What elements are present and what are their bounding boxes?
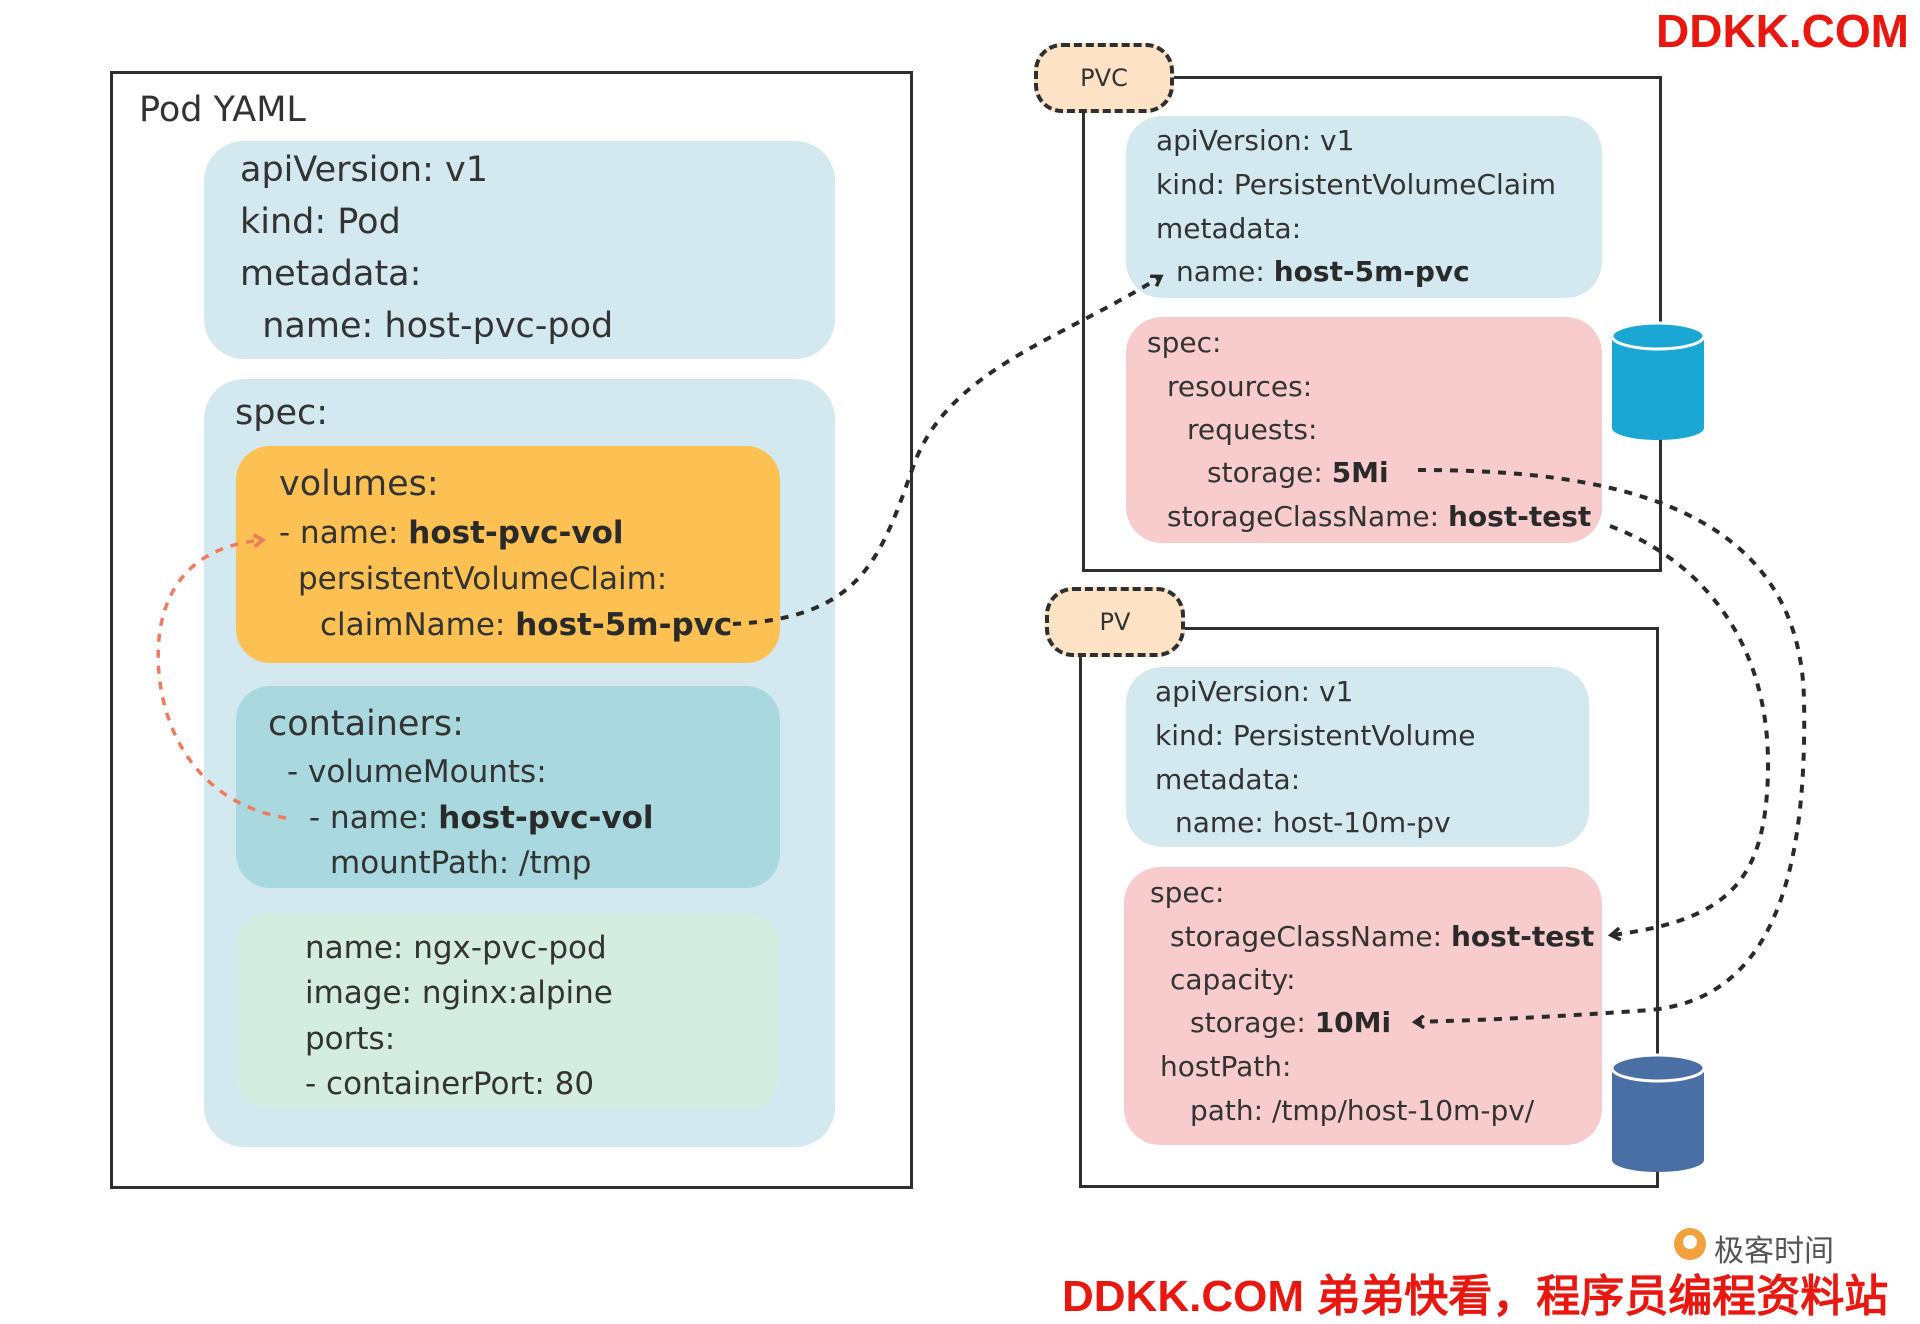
logo-text: 极客时间	[1714, 1234, 1834, 1269]
pvc-storage-key: storage:	[1207, 456, 1332, 489]
pvc-sc-value: host-test	[1447, 500, 1592, 533]
volumes-pvc-line: persistentVolumeClaim:	[298, 561, 668, 597]
pv-storage-key: storage:	[1190, 1006, 1315, 1039]
pv-spec-box	[1124, 867, 1602, 1145]
storage-to-pv-arrow	[1416, 468, 1807, 1022]
pvc-storage-value: 5Mi	[1331, 456, 1389, 489]
pvc-header-line: apiVersion: v1	[1156, 124, 1355, 157]
container-detail-line: ports:	[305, 1021, 396, 1057]
pv-hostpath-line: hostPath:	[1160, 1050, 1292, 1083]
pvc-sc-line: storageClassName: host-test	[1167, 500, 1591, 533]
claim-name-value: host-5m-pvc	[515, 607, 733, 643]
pvc-name-key: name:	[1176, 255, 1274, 288]
pv-path-line: path: /tmp/host-10m-pv/	[1190, 1094, 1535, 1127]
pv-header-line: metadata:	[1155, 763, 1301, 796]
pvc-spec-box	[1126, 317, 1602, 543]
pv-header-line: apiVersion: v1	[1155, 675, 1354, 708]
mount-name-key: - name:	[309, 800, 439, 836]
pvc-spec-line: requests:	[1187, 413, 1318, 446]
watermark-top: DDKK.COM	[1656, 5, 1909, 57]
pv-tag: PV	[1045, 587, 1185, 657]
claim-to-pvc-arrow	[732, 277, 1160, 626]
pv-spec-label: spec:	[1150, 876, 1225, 909]
pod-spec-label: spec:	[235, 393, 329, 433]
pv-frame	[1079, 627, 1659, 1188]
pvc-header-box	[1126, 116, 1602, 298]
pod-header-line: metadata:	[240, 254, 422, 294]
pvc-spec-line: spec:	[1147, 326, 1222, 359]
pvc-database-icon	[1610, 321, 1706, 440]
volumes-claim-line: claimName: host-5m-pvc	[320, 607, 732, 643]
pv-sc-key: storageClassName:	[1170, 920, 1451, 953]
pv-header-line: name: host-10m-pv	[1175, 806, 1451, 839]
pod-header-line: name: host-pvc-pod	[240, 306, 614, 346]
mount-to-volume-arrow	[156, 540, 287, 820]
pvc-storage-line: storage: 5Mi	[1207, 456, 1389, 489]
pv-storage-line: storage: 10Mi	[1190, 1006, 1391, 1039]
pvc-spec-line: resources:	[1167, 370, 1313, 403]
pod-yaml-frame	[110, 71, 913, 1189]
containers-name-line: - name: host-pvc-vol	[309, 800, 654, 836]
pod-header-line: kind: Pod	[240, 202, 401, 242]
pvc-name-value: host-5m-pvc	[1273, 255, 1470, 288]
pv-database-icon	[1610, 1053, 1706, 1172]
pv-header-line: kind: PersistentVolume	[1155, 719, 1476, 752]
containers-box	[236, 686, 780, 888]
pod-header-line: apiVersion: v1	[240, 150, 488, 190]
logo-mark-inner-icon	[1683, 1235, 1697, 1249]
container-detail-line: - containerPort: 80	[305, 1066, 595, 1102]
pv-capacity-line: capacity:	[1170, 963, 1296, 996]
volumes-name-key: - name:	[279, 515, 409, 551]
claim-name-key: claimName:	[320, 607, 516, 643]
pod-yaml-title: Pod YAML	[139, 90, 306, 130]
pv-sc-line: storageClassName: host-test	[1170, 920, 1594, 953]
mount-name-value: host-pvc-vol	[438, 800, 654, 836]
storageclass-to-pv-arrow	[1610, 524, 1771, 935]
pv-header-box	[1126, 667, 1589, 847]
container-detail-line: name: ngx-pvc-pod	[305, 930, 607, 966]
containers-mounts-line: - volumeMounts:	[287, 754, 547, 790]
container-detail-line: image: nginx:alpine	[305, 975, 613, 1011]
containers-mountpath-line: mountPath: /tmp	[330, 845, 592, 881]
pvc-header-line: metadata:	[1156, 212, 1302, 245]
volumes-name-value: host-pvc-vol	[408, 515, 624, 551]
pv-sc-value: host-test	[1450, 920, 1595, 953]
pv-storage-value: 10Mi	[1314, 1006, 1392, 1039]
volumes-label: volumes:	[279, 464, 439, 504]
pvc-tag: PVC	[1034, 43, 1174, 113]
container-details-box	[236, 913, 780, 1109]
pvc-header-line: kind: PersistentVolumeClaim	[1156, 168, 1557, 201]
pvc-sc-key: storageClassName:	[1167, 500, 1448, 533]
pvc-name-line: name: host-5m-pvc	[1176, 255, 1470, 288]
volumes-name-line: - name: host-pvc-vol	[279, 515, 624, 551]
pod-header-box	[204, 141, 835, 359]
volumes-box	[236, 446, 780, 663]
containers-label: containers:	[268, 704, 464, 744]
